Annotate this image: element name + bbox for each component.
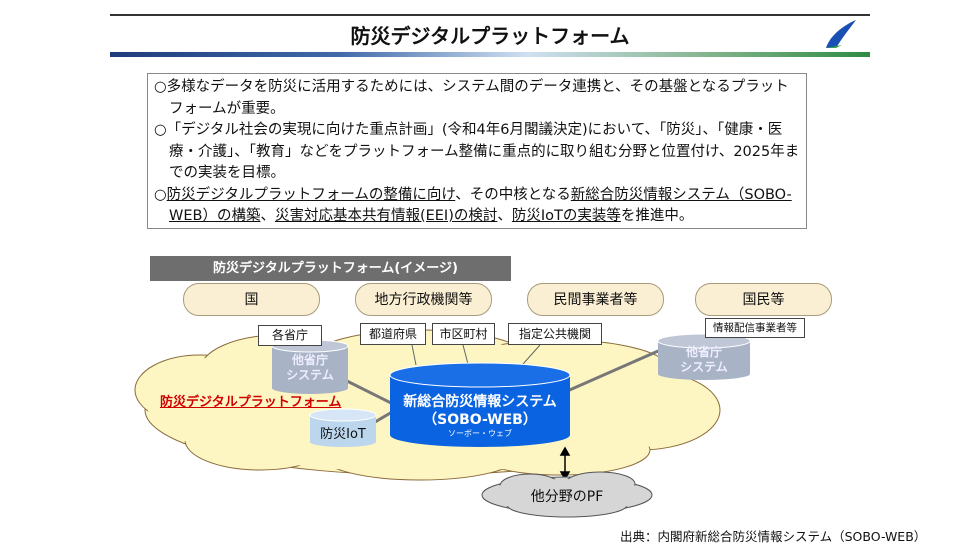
cylinder-sobo-web xyxy=(389,362,571,447)
label-prefectures: 都道府県 xyxy=(360,323,426,345)
page-title: 防災デジタルプラットフォーム xyxy=(350,24,630,48)
arrow-core-to-other-pf xyxy=(559,446,571,481)
label-ministries: 各省庁 xyxy=(258,325,322,346)
diagram-banner: 防災デジタルプラットフォーム(イメージ) xyxy=(150,256,511,281)
bullet-3: ○防災デジタルプラットフォームの整備に向け、その中核となる新総合防災情報システム… xyxy=(154,186,792,225)
summary-box: ○多様なデータを防災に活用するためには、システム間のデータ連携と、その基盤となる… xyxy=(147,73,807,229)
bullet-2: ○「デジタル社会の実現に向けた重点計画」(令和4年6月閣議決定)において、「防災… xyxy=(154,122,800,181)
iot-label: 防災IoT xyxy=(320,427,366,442)
actor-citizens: 国民等 xyxy=(695,283,832,316)
label-municipalities: 市区町村 xyxy=(432,323,495,345)
actor-local-gov: 地方行政機関等 xyxy=(355,283,492,316)
other-pf-label: 他分野のPF xyxy=(530,489,604,505)
cylinder-iot xyxy=(309,408,377,447)
logo-icon xyxy=(826,20,856,48)
actor-national: 国 xyxy=(183,283,320,316)
other-system-right-label: 他省庁システム xyxy=(680,345,728,374)
label-public-orgs: 指定公共機関 xyxy=(508,323,602,345)
cylinder-other-ministries-right xyxy=(657,333,751,380)
platform-label: 防災デジタルプラットフォーム xyxy=(160,395,342,410)
bullet-1: ○多様なデータを防災に活用するためには、システム間のデータ連携と、その基盤となる… xyxy=(154,79,789,117)
core-system-label: 新総合防災情報システム（SOBO-WEB）ソーボー・ウェブ xyxy=(403,394,557,438)
source-footer: 出典：内閣府新総合防災情報システム（SOBO-WEB） xyxy=(620,529,927,544)
actor-private: 民間事業者等 xyxy=(527,283,664,316)
label-info-distributors: 情報配信事業者等 xyxy=(705,318,805,338)
other-system-left-label: 他省庁システム xyxy=(286,353,334,382)
top-rule xyxy=(110,14,870,16)
header-gradient-bar xyxy=(110,52,870,57)
